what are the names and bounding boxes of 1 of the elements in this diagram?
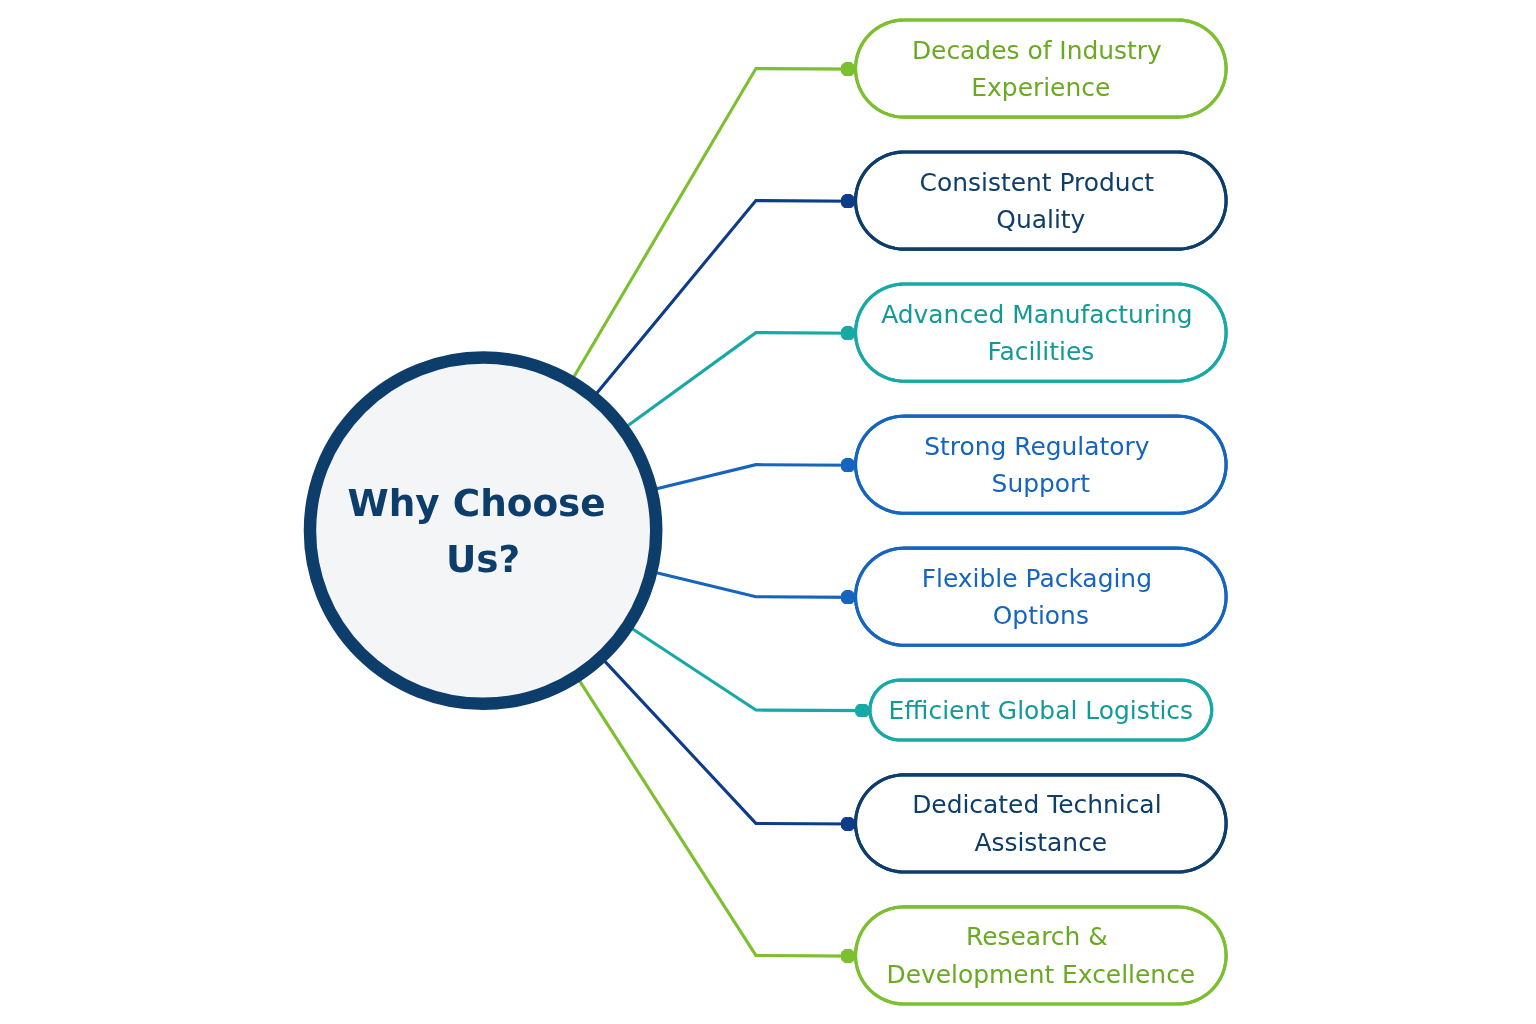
node-circle: Why Choose Us?: [303, 351, 663, 711]
